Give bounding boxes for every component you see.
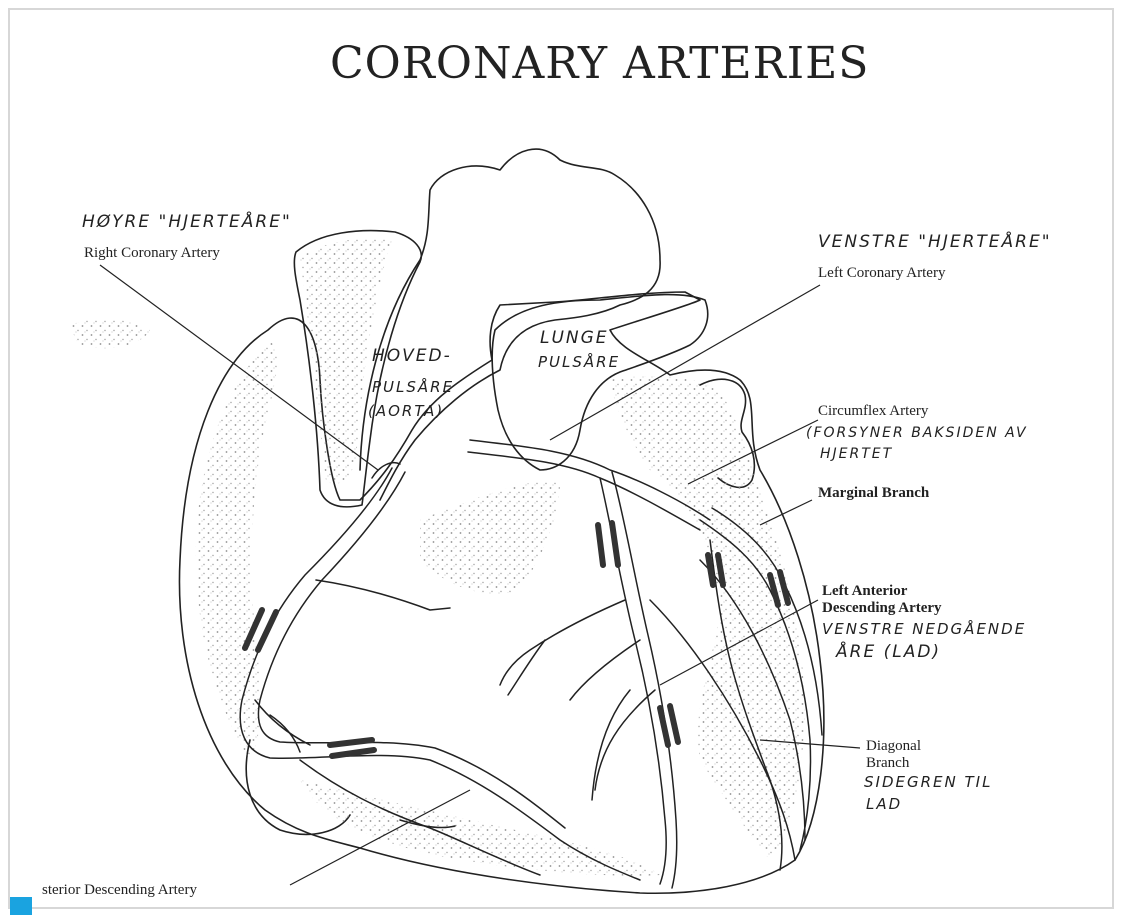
label-lad-en-2: Descending Artery <box>822 600 942 617</box>
label-circumflex-en: Circumflex Artery <box>818 403 928 420</box>
label-circumflex-no-2: HJERTET <box>820 446 893 462</box>
diagram-title: CORONARY ARTERIES <box>330 38 869 89</box>
label-diagonal-no-1: SIDEGREN TIL <box>864 773 992 791</box>
label-aorta-1: HOVED- <box>372 346 452 366</box>
label-marginal-en: Marginal Branch <box>818 485 929 502</box>
label-diagonal-no-2: LAD <box>866 795 902 813</box>
label-right-coronary-no: HØYRE "HJERTEÅRE" <box>82 212 292 232</box>
label-circumflex-no-1: (FORSYNER BAKSIDEN AV <box>806 425 1028 441</box>
label-posterior-descending: sterior Descending Artery <box>42 882 197 899</box>
label-lad-en-1: Left Anterior <box>822 583 907 600</box>
label-right-coronary-en: Right Coronary Artery <box>84 245 220 262</box>
label-left-coronary-no: VENSTRE "HJERTEÅRE" <box>818 232 1052 252</box>
label-lad-no-1: VENSTRE NEDGÅENDE <box>822 620 1026 638</box>
label-lunge-1: LUNGE <box>540 328 609 348</box>
label-lunge-2: PULSÅRE <box>538 353 620 371</box>
label-aorta-2: PULSÅRE <box>372 378 454 396</box>
label-lad-no-2: ÅRE (LAD) <box>836 642 941 662</box>
left-anterior-descending-artery <box>600 478 666 884</box>
label-left-coronary-en: Left Coronary Artery <box>818 265 945 282</box>
label-diagonal-en-2: Branch <box>866 755 909 772</box>
corner-marker <box>10 897 32 915</box>
label-aorta-3: (AORTA) <box>368 402 444 420</box>
label-diagonal-en-1: Diagonal <box>866 738 921 755</box>
aorta-outline <box>360 149 660 500</box>
